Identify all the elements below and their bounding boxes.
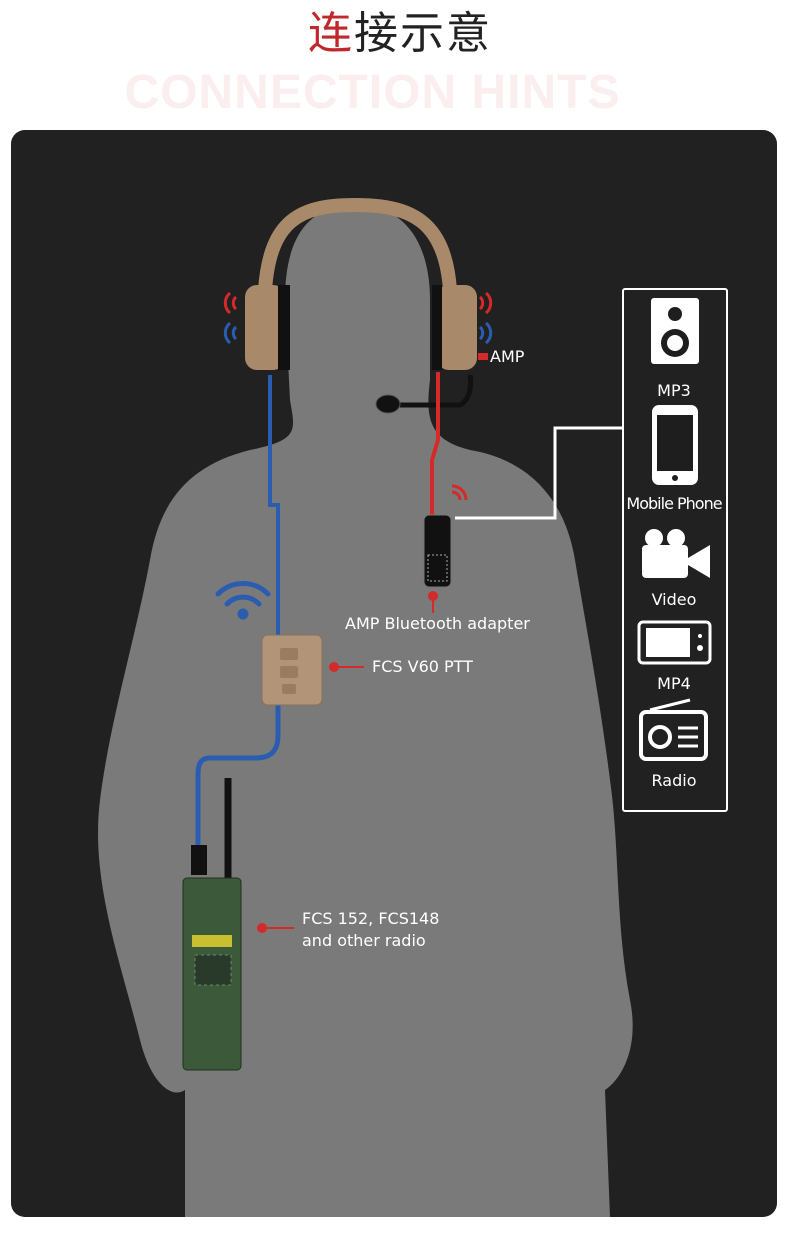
ptt-label: FCS V60 PTT — [372, 657, 473, 676]
speaker-icon — [651, 298, 699, 364]
amp-label: AMP — [490, 347, 525, 366]
radio-label-line2: and other radio — [302, 931, 426, 950]
left-earcup — [245, 285, 285, 370]
device-label-mp4: MP4 — [657, 674, 691, 693]
blue-cable — [268, 375, 280, 635]
radio-label-line1: FCS 152, FCS148 — [302, 909, 440, 928]
radio-icon — [639, 698, 708, 761]
media-player-icon — [637, 620, 712, 665]
device-label-video: Video — [651, 590, 697, 609]
device-panel — [622, 288, 728, 812]
bluetooth-adapter — [423, 514, 452, 588]
bt-adapter-label: AMP Bluetooth adapter — [345, 614, 530, 633]
video-camera-icon — [642, 529, 710, 578]
device-label-radio: Radio — [651, 771, 697, 790]
device-label-mp3: MP3 — [657, 381, 691, 400]
wifi-icon — [215, 581, 271, 620]
phone-icon — [652, 405, 698, 485]
title-watermark: CONNECTION HINTS — [124, 66, 621, 119]
microphone — [375, 394, 401, 414]
page-title: 连接示意 — [0, 8, 800, 60]
red-cable — [430, 372, 440, 515]
title-highlight: 连 — [308, 8, 354, 59]
right-earcup — [437, 285, 477, 370]
blue-cable-radio — [195, 705, 281, 850]
device-label-mobile-phone: Mobile Phone — [626, 494, 722, 513]
title-rest: 接示意 — [354, 8, 492, 59]
